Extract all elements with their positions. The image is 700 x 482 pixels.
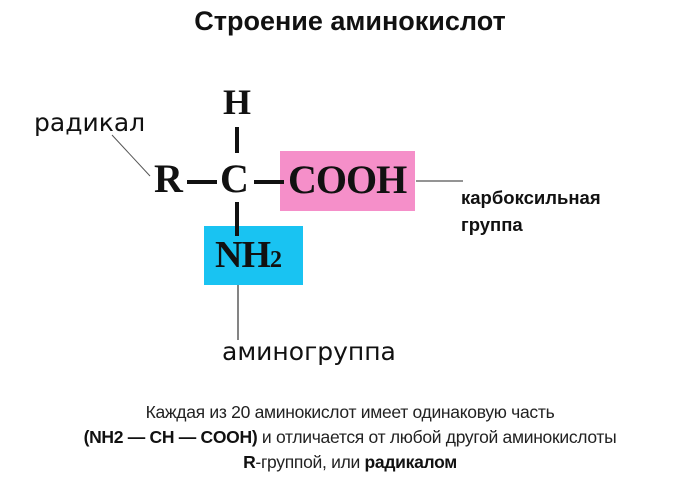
amino-formula-subscript: 2 bbox=[270, 247, 282, 273]
carboxyl-label: карбоксильная группа bbox=[461, 184, 601, 238]
footer-line-2: (NH2 — CH — COOH) и отличается от любой … bbox=[0, 427, 700, 448]
amino-label: аминогруппа bbox=[222, 337, 396, 366]
footer-line-2-text: и отличается от любой другой аминокислот… bbox=[257, 427, 617, 447]
amino-group-box bbox=[204, 226, 303, 285]
radical-label: радикал bbox=[34, 108, 146, 137]
footer-r: R bbox=[243, 452, 256, 472]
bond-c-h bbox=[235, 127, 239, 153]
carboxyl-group-box bbox=[280, 151, 415, 211]
carboxyl-formula: COOH bbox=[288, 157, 407, 202]
amino-formula-nh: NH bbox=[215, 234, 271, 276]
bond-r-c bbox=[187, 180, 217, 184]
carboxyl-label-line2: группа bbox=[461, 214, 523, 235]
footer-formula: (NH2 — CH — COOH) bbox=[83, 427, 258, 447]
diagram-title: Строение аминокислот bbox=[194, 6, 506, 36]
bond-c-nh2 bbox=[235, 202, 239, 236]
alpha-carbon-atom: C bbox=[220, 156, 249, 201]
bond-c-cooh bbox=[254, 180, 284, 184]
footer-line-3-text: -группой, или bbox=[255, 452, 365, 472]
radical-r: R bbox=[154, 156, 183, 201]
hydrogen-atom: H bbox=[223, 82, 252, 122]
carboxyl-label-line1: карбоксильная bbox=[461, 187, 601, 208]
footer-line-1: Каждая из 20 аминокислот имеет одинакову… bbox=[145, 402, 555, 422]
footer-line-3: R-группой, или радикалом bbox=[0, 452, 700, 473]
footer-radical: радикалом bbox=[364, 452, 458, 472]
amino-formula: NH2 bbox=[215, 234, 282, 281]
